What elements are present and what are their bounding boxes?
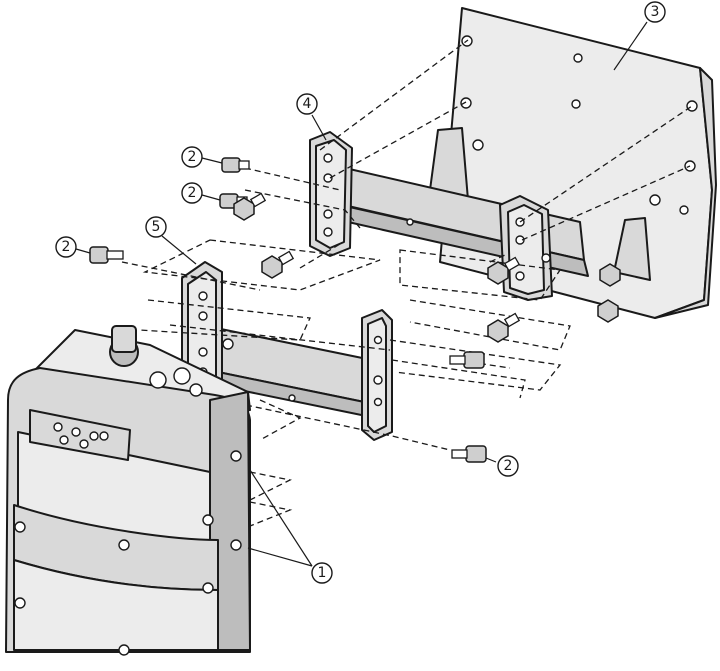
scanner (5, 325, 251, 656)
callout-2-bottom: 2 (485, 455, 519, 477)
hex-bolt (261, 250, 295, 279)
hex-bolt (487, 312, 521, 343)
hex-bolt (597, 299, 619, 323)
callout-1-label: 1 (318, 565, 327, 581)
callout-5: 5 (145, 216, 197, 265)
svg-text:2: 2 (188, 149, 197, 165)
callout-3: 3 (613, 1, 666, 71)
hex-bolt (233, 192, 267, 221)
callout-2-mid: 2 (181, 182, 221, 204)
svg-text:5: 5 (152, 219, 161, 235)
callout-1: 1 (247, 469, 333, 584)
hex-bolt (599, 263, 621, 287)
screw (221, 157, 250, 173)
callout-4: 4 (296, 93, 327, 141)
callout-2-top: 2 (181, 146, 223, 168)
bracket-rear (309, 131, 589, 301)
screw (451, 445, 487, 463)
svg-text:2: 2 (504, 458, 513, 474)
screw (449, 351, 485, 369)
callout-2-left: 2 (55, 236, 91, 258)
svg-text:4: 4 (303, 96, 312, 112)
hex-bolt (487, 256, 521, 285)
svg-text:2: 2 (62, 239, 71, 255)
svg-text:3: 3 (651, 4, 660, 20)
svg-text:2: 2 (188, 185, 197, 201)
screw (89, 246, 124, 264)
screws (89, 157, 621, 463)
